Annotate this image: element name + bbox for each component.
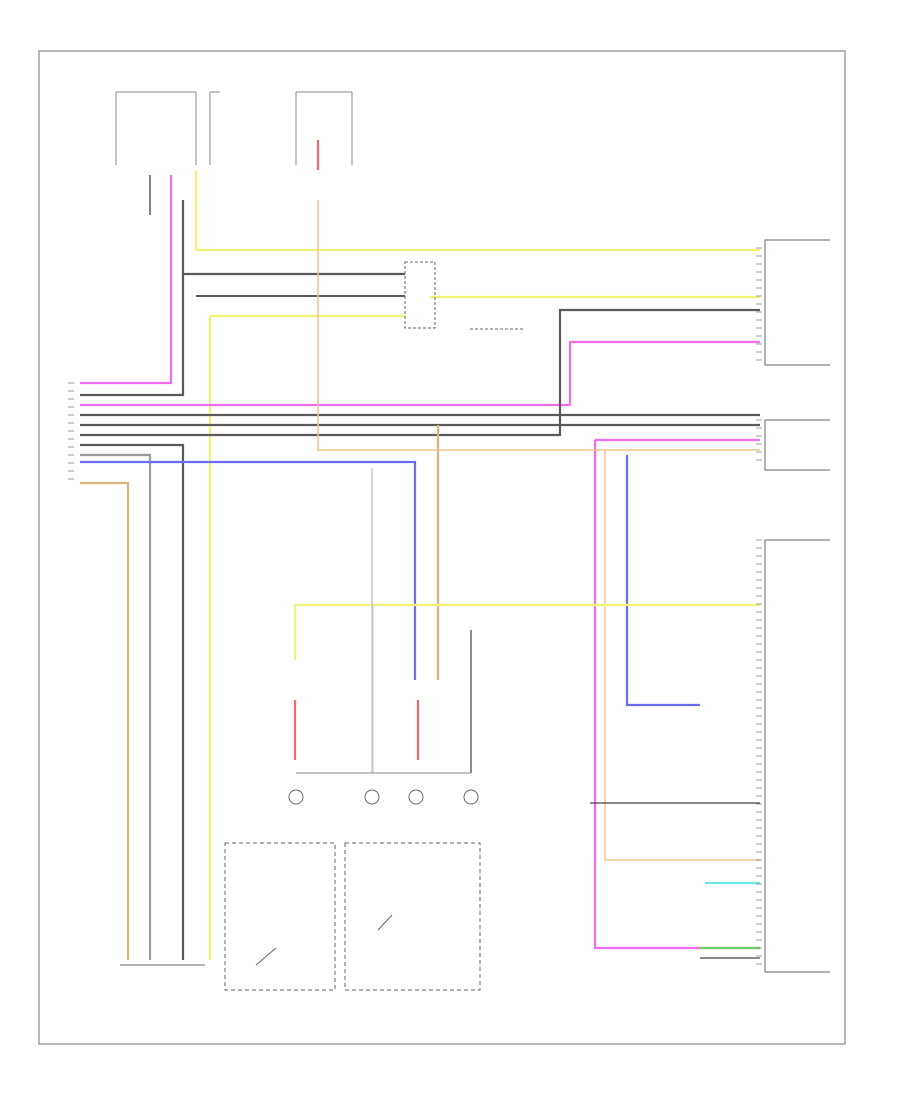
ground-terminal-1: [288, 789, 304, 805]
wire-darkgray-3: [80, 274, 185, 397]
wire-dark-long-4: [80, 443, 185, 960]
wire-harness: [80, 140, 760, 960]
wire-gray-long: [80, 453, 152, 960]
wire-darkgray-1: [181, 200, 405, 276]
relay-box: [404, 261, 436, 329]
ground-terminal-2: [364, 789, 380, 805]
wire-orange: [317, 200, 760, 451]
wire-orange-right: [604, 450, 760, 861]
wire-dark-long-3: [80, 308, 760, 437]
wire-blue-right: [625, 455, 700, 707]
wire-tan: [80, 481, 130, 960]
bottom-right-ecu-box: [764, 539, 830, 973]
ground-terminal-3: [408, 789, 424, 805]
switch-box-center: [344, 842, 481, 991]
wire-magenta-1: [80, 175, 173, 385]
mid-right-ecu-box: [764, 419, 830, 471]
switch-box-left: [224, 842, 336, 991]
ground-terminal-4: [463, 789, 479, 805]
connector-pins: [68, 247, 762, 965]
wire-yellow-top: [194, 200, 760, 252]
wire-yellow-center: [293, 603, 760, 660]
wire-magenta-3: [593, 440, 760, 950]
diagram-frame: [38, 50, 846, 1045]
top-right-ecu-box: [764, 239, 830, 366]
right-connector-boxes: [764, 239, 830, 973]
wire-blue: [80, 460, 417, 680]
switch-symbols: [120, 261, 525, 991]
top-left-fuse-connector: [115, 91, 353, 165]
wire-magenta-2: [80, 340, 760, 407]
